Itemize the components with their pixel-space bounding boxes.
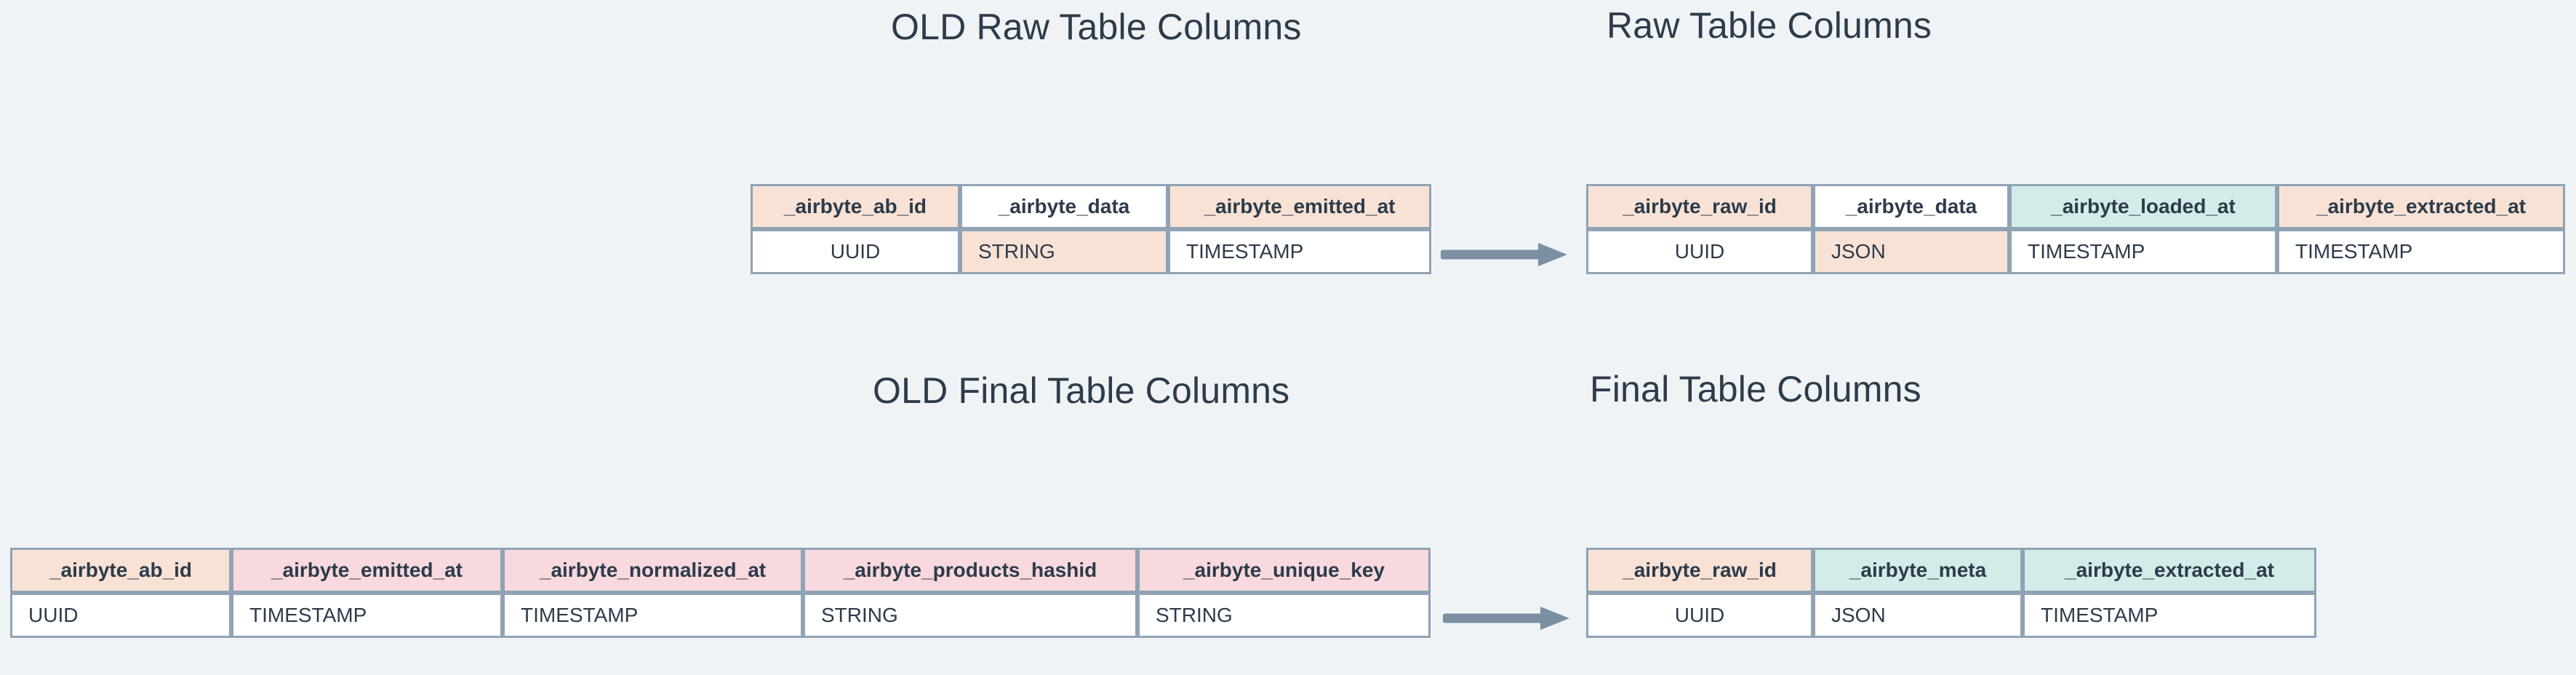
arrow-old-final-to-new-final <box>1443 607 1569 630</box>
column-type-cell: TIMESTAMP <box>231 593 503 638</box>
column-type-cell: TIMESTAMP <box>2023 593 2316 638</box>
table-new-final: _airbyte_raw_id _airbyte_meta _airbyte_e… <box>1586 548 2316 638</box>
column-header-cell: _airbyte_emitted_at <box>231 548 503 593</box>
column-header-cell: _airbyte_extracted_at <box>2023 548 2316 593</box>
table-old-final: _airbyte_ab_id _airbyte_emitted_at _airb… <box>10 548 1431 638</box>
column-header-cell: _airbyte_raw_id <box>1586 184 1813 229</box>
column-type-cell: STRING <box>803 593 1137 638</box>
column-type-cell: JSON <box>1813 229 2009 274</box>
column-header-cell: _airbyte_emitted_at <box>1168 184 1431 229</box>
column-header-cell: _airbyte_products_hashid <box>803 548 1137 593</box>
column-header-cell: _airbyte_ab_id <box>751 184 960 229</box>
table-type-row: UUID STRING TIMESTAMP <box>751 229 1431 274</box>
table-header-row: _airbyte_ab_id _airbyte_data _airbyte_em… <box>751 184 1431 229</box>
column-type-cell: UUID <box>751 229 960 274</box>
column-type-cell: TIMESTAMP <box>2277 229 2565 274</box>
column-header-cell: _airbyte_raw_id <box>1586 548 1813 593</box>
table-header-row: _airbyte_ab_id _airbyte_emitted_at _airb… <box>10 548 1431 593</box>
column-type-cell: UUID <box>1586 593 1813 638</box>
title-old-final-table: OLD Final Table Columns <box>873 370 1290 411</box>
column-type-cell: TIMESTAMP <box>2009 229 2277 274</box>
table-type-row: UUID JSON TIMESTAMP TIMESTAMP <box>1586 229 2565 274</box>
column-header-cell: _airbyte_normalized_at <box>503 548 803 593</box>
table-header-row: _airbyte_raw_id _airbyte_meta _airbyte_e… <box>1586 548 2316 593</box>
column-type-cell: UUID <box>1586 229 1813 274</box>
column-type-cell: STRING <box>960 229 1168 274</box>
column-type-cell: JSON <box>1813 593 2023 638</box>
title-new-raw-table: Raw Table Columns <box>1607 5 1932 46</box>
table-old-raw: _airbyte_ab_id _airbyte_data _airbyte_em… <box>751 184 1431 274</box>
table-type-row: UUID TIMESTAMP TIMESTAMP STRING STRING <box>10 593 1431 638</box>
column-header-cell: _airbyte_data <box>960 184 1168 229</box>
table-type-row: UUID JSON TIMESTAMP <box>1586 593 2316 638</box>
column-header-cell: _airbyte_ab_id <box>10 548 231 593</box>
column-type-cell: TIMESTAMP <box>1168 229 1431 274</box>
column-header-cell: _airbyte_unique_key <box>1137 548 1431 593</box>
column-header-cell: _airbyte_loaded_at <box>2009 184 2277 229</box>
column-header-cell: _airbyte_meta <box>1813 548 2023 593</box>
column-type-cell: UUID <box>10 593 231 638</box>
table-new-raw: _airbyte_raw_id _airbyte_data _airbyte_l… <box>1586 184 2565 274</box>
table-header-row: _airbyte_raw_id _airbyte_data _airbyte_l… <box>1586 184 2565 229</box>
title-old-raw-table: OLD Raw Table Columns <box>891 7 1302 47</box>
arrow-old-raw-to-new-raw <box>1441 243 1567 266</box>
column-header-cell: _airbyte_extracted_at <box>2277 184 2565 229</box>
column-type-cell: STRING <box>1137 593 1431 638</box>
title-new-final-table: Final Table Columns <box>1590 369 1921 410</box>
column-header-cell: _airbyte_data <box>1813 184 2009 229</box>
column-type-cell: TIMESTAMP <box>503 593 803 638</box>
